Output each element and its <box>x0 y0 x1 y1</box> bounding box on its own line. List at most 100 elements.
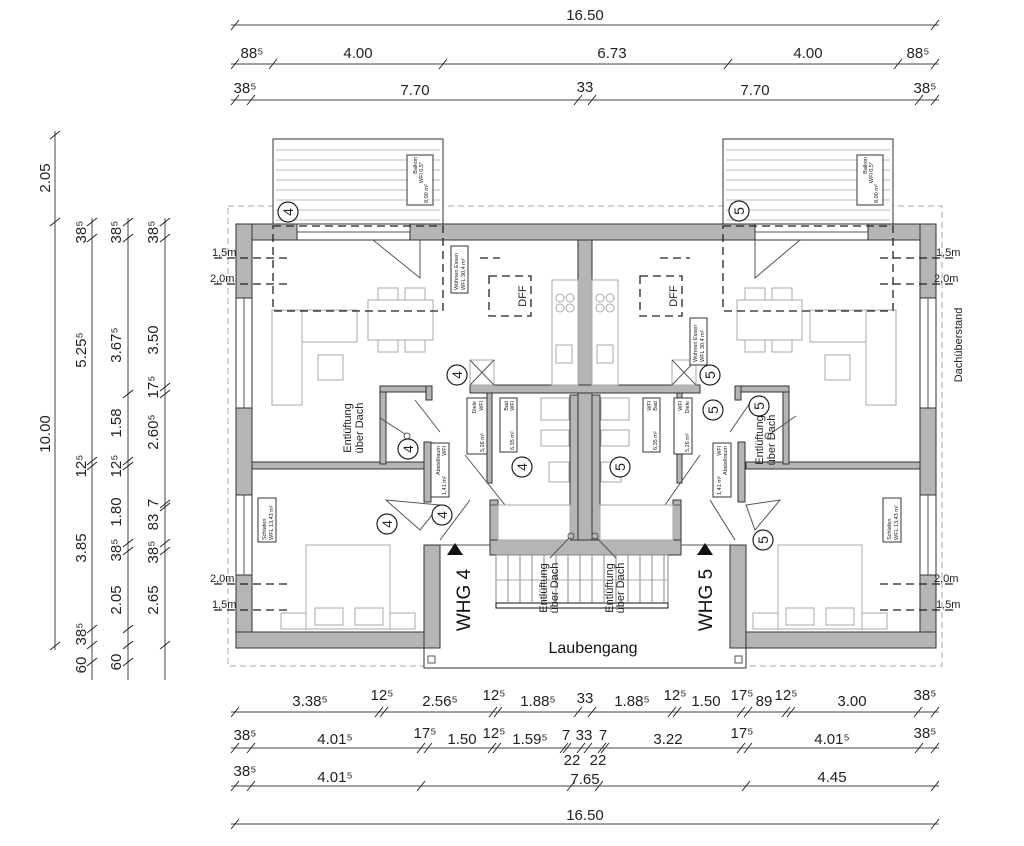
room-name: Schlafen <box>262 519 268 540</box>
unit-number: 5 <box>755 536 771 544</box>
unit-number: 5 <box>705 406 721 414</box>
dim-label: 3.67⁵ <box>108 327 125 362</box>
room-name: Wohnen Essen <box>454 253 460 290</box>
dimension-tick <box>930 780 940 792</box>
dimension-tick <box>159 217 171 227</box>
dimension-tick <box>488 706 498 718</box>
roof-window-right <box>639 275 683 317</box>
dimension-tick <box>930 818 940 830</box>
room-name: Diele <box>685 401 691 414</box>
roof-window-label: DFF <box>517 285 529 307</box>
dim-label: 38⁵ <box>73 623 90 646</box>
unit-number: 4 <box>449 371 465 379</box>
dimension-tick <box>246 780 256 792</box>
dimension-tick <box>246 94 256 106</box>
dim-label: 1.88⁵ <box>520 693 555 710</box>
dimension-tick <box>159 538 171 548</box>
height-label: 1,5m <box>212 247 236 259</box>
unit-label-left: WHG 4 <box>454 568 475 631</box>
height-label: 1,5m <box>936 599 960 611</box>
dim-label: 17⁵ <box>731 687 754 704</box>
height-label: 1,5m <box>936 247 960 259</box>
room-wfl: WFl 0,5* <box>419 161 425 183</box>
room-labels: Balkon WFl 0,5* 8,00 m² Balkon WFl 0,5* … <box>257 154 902 613</box>
dim-label: 17⁵ <box>414 725 437 742</box>
dimension-tick <box>268 58 278 70</box>
dim-label: 38⁵ <box>145 541 162 564</box>
dimension-tick <box>122 538 134 548</box>
dim-top-overall: 16.50 <box>566 7 604 24</box>
dimension-tick <box>587 706 597 718</box>
dimension-tick <box>492 742 502 754</box>
dimension-tick <box>86 657 98 667</box>
vent-label: Entlüftung <box>342 403 354 453</box>
dimension-tick <box>230 58 240 70</box>
dim-label: 3.00 <box>837 693 866 710</box>
dimension-tick <box>423 742 433 754</box>
dimension-tick <box>743 742 753 754</box>
dimension-tick <box>374 706 384 718</box>
height-label: 2,0m <box>210 573 234 585</box>
dimension-tick <box>914 742 924 754</box>
dim-label: 3.38⁵ <box>292 693 327 710</box>
room-area: 6,35 m² <box>510 431 516 450</box>
dim-label: 1.80 <box>108 497 125 526</box>
height-label: 2,0m <box>934 573 958 585</box>
dim-label: 7 <box>145 499 162 507</box>
unit-number: 5 <box>702 371 718 379</box>
dim-label: 17⁵ <box>145 376 162 399</box>
dim-label: 12⁵ <box>483 725 506 742</box>
dimension-tick <box>122 657 134 667</box>
dimension-tick <box>159 382 171 392</box>
dimension-tick <box>600 742 610 754</box>
dim-label: 5.25⁵ <box>73 332 90 367</box>
vent-label: über Dach <box>354 403 366 454</box>
dimension-tick <box>930 58 940 70</box>
dimension-tick <box>230 94 240 106</box>
dimension-tick <box>573 706 583 718</box>
room-area: 1,41 m² <box>442 476 448 495</box>
dim-label: 4.00 <box>343 45 372 62</box>
bottom-dimensions: 3.38⁵ 12⁵ 2.56⁵ 12⁵ 1.88⁵ 33 1.88⁵ 12⁵ 1… <box>234 687 937 824</box>
dimension-tick <box>122 546 134 556</box>
dim-label: 38⁵ <box>108 221 125 244</box>
dim-label: 33 <box>576 727 593 744</box>
room-wfl: WFL 13,43 m² <box>269 505 275 540</box>
dim-label: 6.73 <box>597 45 626 62</box>
dim-label: 38⁵ <box>914 725 937 742</box>
dim-bottom-overall: 16.50 <box>566 807 604 824</box>
dim-label: 38⁵ <box>234 763 257 780</box>
corridor-label: Laubengang <box>549 640 638 657</box>
dim-label: 88⁵ <box>241 45 264 62</box>
dimension-tick <box>159 546 171 556</box>
post <box>734 655 743 664</box>
room-wfl: WFl <box>647 401 653 411</box>
dim-label: 1.58 <box>108 408 125 437</box>
room-area: 6,35 m² <box>653 431 659 450</box>
height-labels: 1,5m 2,0m 2,0m 1,5m 1,5m 2,0m 2,0m 1,5m <box>210 247 960 611</box>
room-area: 8,00 m² <box>874 184 880 203</box>
dim-label: 4.01⁵ <box>814 731 849 748</box>
dimension-tick <box>86 217 98 227</box>
dimension-tick <box>786 706 796 718</box>
unit-number: 4 <box>434 511 450 519</box>
room-area: 8,00 m² <box>424 184 430 203</box>
dim-label: 7 <box>562 727 570 744</box>
furniture-and-doors <box>214 225 958 630</box>
dimension-tick <box>230 780 240 792</box>
height-label: 2,0m <box>210 273 234 285</box>
dim-label: 2.05 <box>108 585 125 614</box>
dim-label: 12⁵ <box>483 687 506 704</box>
dim-label: 12⁵ <box>108 455 125 478</box>
dimension-tick <box>86 233 98 243</box>
dimension-tick <box>487 742 497 754</box>
room-wfl: WFl <box>510 401 516 411</box>
unit-number: 4 <box>379 520 395 528</box>
dimension-tick <box>159 389 171 399</box>
dim-label: 89 <box>756 693 773 710</box>
dim-label: 12⁵ <box>775 687 798 704</box>
dim-label: 2.65 <box>145 585 162 614</box>
unit-number: 5 <box>731 207 747 215</box>
dimension-tick <box>587 94 597 106</box>
dimension-tick <box>159 502 171 512</box>
